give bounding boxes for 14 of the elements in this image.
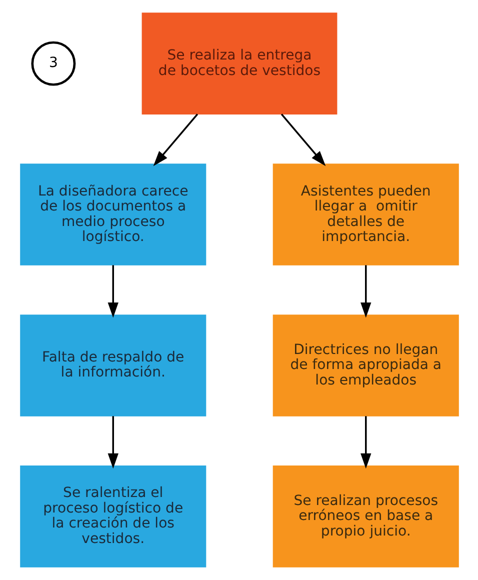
node-box: Se realizan procesos erróneos en base a propio juicio. <box>272 466 458 568</box>
arrow <box>280 114 326 166</box>
node-box: Se ralentiza el proceso logístico de la creación de los vestidos. <box>20 466 206 568</box>
node-box: La diseñadora carece de los documentos a medio proceso logístico. <box>20 164 206 266</box>
node-box: Falta de respaldo de la información. <box>20 314 206 416</box>
arrow <box>107 416 118 469</box>
node-box: Directrices no llegan de forma apropiada a los empleados <box>272 314 458 416</box>
arrow <box>360 416 371 469</box>
node-box: Se realiza la entrega de bocetos de vestidos <box>141 12 337 114</box>
node-circle: 3 <box>30 41 76 86</box>
arrow <box>360 265 371 318</box>
node-box: Asistentes pueden llegar a omitir detalles de importancia. <box>272 164 458 266</box>
arrow <box>107 265 118 318</box>
arrow <box>152 114 198 166</box>
